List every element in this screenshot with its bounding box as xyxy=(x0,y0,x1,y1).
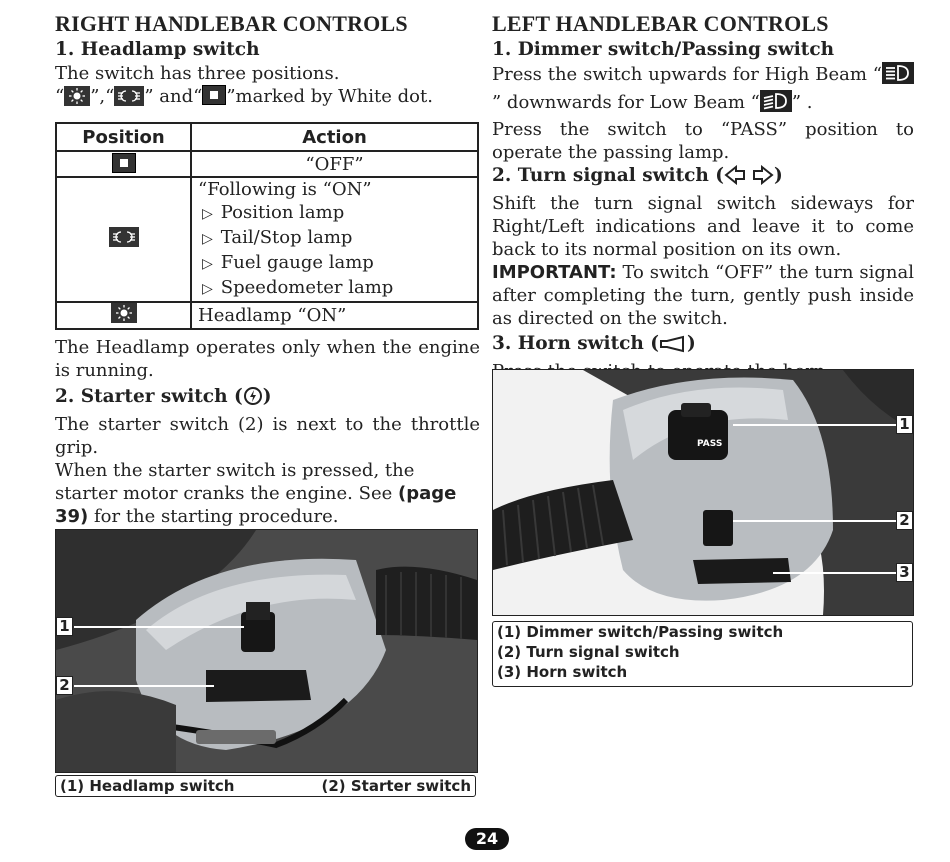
right-caption: (1) Dimmer switch/Passing switch (2) Tur… xyxy=(492,621,913,687)
starter-text-2: When the starter switch is pressed, the … xyxy=(55,459,480,528)
callout-1: 1 xyxy=(56,617,73,636)
dimmer-text-1c: ” . xyxy=(791,92,813,113)
white-dot-icon xyxy=(202,85,227,105)
dimmer-heading: 1. Dimmer switch/Passing switch xyxy=(492,39,835,60)
horn-heading-end: ) xyxy=(687,333,696,354)
callout-line xyxy=(74,685,214,687)
left-caption: (1) Headlamp switch (2) Starter switch xyxy=(55,775,476,797)
starter-icon xyxy=(243,386,263,413)
page-number: 24 xyxy=(465,828,509,850)
starter-text-2b: for the starting procedure. xyxy=(88,506,339,527)
action-following: “Following is “ON” Position lamp Tail/St… xyxy=(190,176,479,303)
callout-line xyxy=(74,626,244,628)
caption-dimmer: (1) Dimmer switch/Passing switch xyxy=(497,623,784,641)
dimmer-text-1: Press the switch upwards for High Beam “… xyxy=(492,62,914,118)
positions-end: ”marked by White dot. xyxy=(226,86,433,107)
section-title: RIGHT HANDLEBAR CONTROLS xyxy=(55,11,408,36)
turn-heading-text: 2. Turn signal switch ( xyxy=(492,165,725,186)
important-body: To switch “OFF” the turn signal after co… xyxy=(492,262,914,329)
position-lamp-cell xyxy=(55,176,192,303)
quote: ”,“ xyxy=(90,86,115,107)
left-handlebar-section: LEFT HANDLEBAR CONTROLS 1. Dimmer switch… xyxy=(492,10,914,687)
callout-3: 3 xyxy=(896,563,913,582)
right-handlebar-illustration xyxy=(56,530,477,772)
starter-heading-text: 2. Starter switch ( xyxy=(55,386,243,407)
turn-arrows-icon xyxy=(724,164,774,192)
following-on-text: “Following is “ON” xyxy=(198,179,372,200)
headlamp-intro: The switch has three positions. xyxy=(55,63,340,84)
horn-heading-text: 3. Horn switch ( xyxy=(492,333,660,354)
lamp-list: Position lamp Tail/Stop lamp Fuel gauge … xyxy=(198,201,471,301)
right-handlebar-photo: 1 2 xyxy=(55,529,478,773)
starter-heading-end: ) xyxy=(262,386,272,407)
callout-line xyxy=(773,572,898,574)
left-handlebar-illustration: PASS xyxy=(493,370,913,615)
list-item: Tail/Stop lamp xyxy=(202,226,471,251)
turn-heading: 2. Turn signal switch () xyxy=(492,164,914,192)
list-item: Fuel gauge lamp xyxy=(202,251,471,276)
callout-line xyxy=(733,424,898,426)
list-item: Position lamp xyxy=(202,201,471,226)
callout-1: 1 xyxy=(896,415,913,434)
section-title: LEFT HANDLEBAR CONTROLS xyxy=(492,11,829,36)
starter-text-2a: When the starter switch is pressed, the … xyxy=(55,460,415,504)
starter-heading: 2. Starter switch () xyxy=(55,385,480,413)
callout-2: 2 xyxy=(56,676,73,695)
caption-horn: (3) Horn switch xyxy=(497,663,628,681)
pass-label: PASS xyxy=(697,439,722,449)
important-text: IMPORTANT: To switch “OFF” the turn sign… xyxy=(492,261,914,330)
headlamp-icon xyxy=(64,86,91,112)
caption-turn: (2) Turn signal switch xyxy=(497,643,680,661)
list-item: Speedometer lamp xyxy=(202,276,471,301)
high-beam-icon xyxy=(882,62,914,90)
right-handlebar-section: RIGHT HANDLEBAR CONTROLS 1. Headlamp swi… xyxy=(55,10,480,797)
headlamp-table: Position Action “OFF” “Following is “ON”… xyxy=(55,122,479,330)
callout-line xyxy=(733,520,898,522)
positions-line: “ ”,“ ” and“ ”marked by White dot. xyxy=(55,85,480,112)
callout-2: 2 xyxy=(896,511,913,530)
left-handlebar-photo: PASS 1 2 3 xyxy=(492,369,914,616)
dimmer-text-1a: Press the switch upwards for High Beam “ xyxy=(492,64,882,85)
headlamp-icon xyxy=(110,303,137,328)
white-dot-icon xyxy=(111,153,136,173)
position-lamp-icon xyxy=(108,227,139,252)
caption-headlamp: (1) Headlamp switch xyxy=(60,777,235,795)
action-off: “OFF” xyxy=(190,150,479,178)
turn-heading-end: ) xyxy=(774,165,783,186)
position-headlamp-cell xyxy=(55,301,192,330)
caption-starter: (2) Starter switch xyxy=(321,777,472,795)
dimmer-text-1b: ” downwards for Low Beam “ xyxy=(492,92,760,113)
after-table-text: The Headlamp operates only when the engi… xyxy=(55,337,480,381)
horn-icon xyxy=(659,335,687,360)
position-off-cell xyxy=(55,150,192,178)
important-label: IMPORTANT: xyxy=(492,262,617,283)
quote: “ xyxy=(55,86,65,107)
horn-heading: 3. Horn switch () xyxy=(492,332,914,360)
dimmer-text-2: Press the switch to “PASS” position to o… xyxy=(492,119,914,163)
starter-text-1: The starter switch (2) is next to the th… xyxy=(55,414,480,458)
action-headlamp-on: Headlamp “ON” xyxy=(190,301,479,330)
col-position-header: Position xyxy=(55,122,192,152)
col-action-header: Action xyxy=(190,122,479,152)
turn-text: Shift the turn signal switch sideways fo… xyxy=(492,193,914,260)
position-lamp-icon xyxy=(114,86,145,112)
headlamp-heading: 1. Headlamp switch xyxy=(55,39,260,60)
low-beam-icon xyxy=(759,90,792,118)
page-reference: (page 39) xyxy=(55,483,457,527)
quote: ” and“ xyxy=(144,86,203,107)
